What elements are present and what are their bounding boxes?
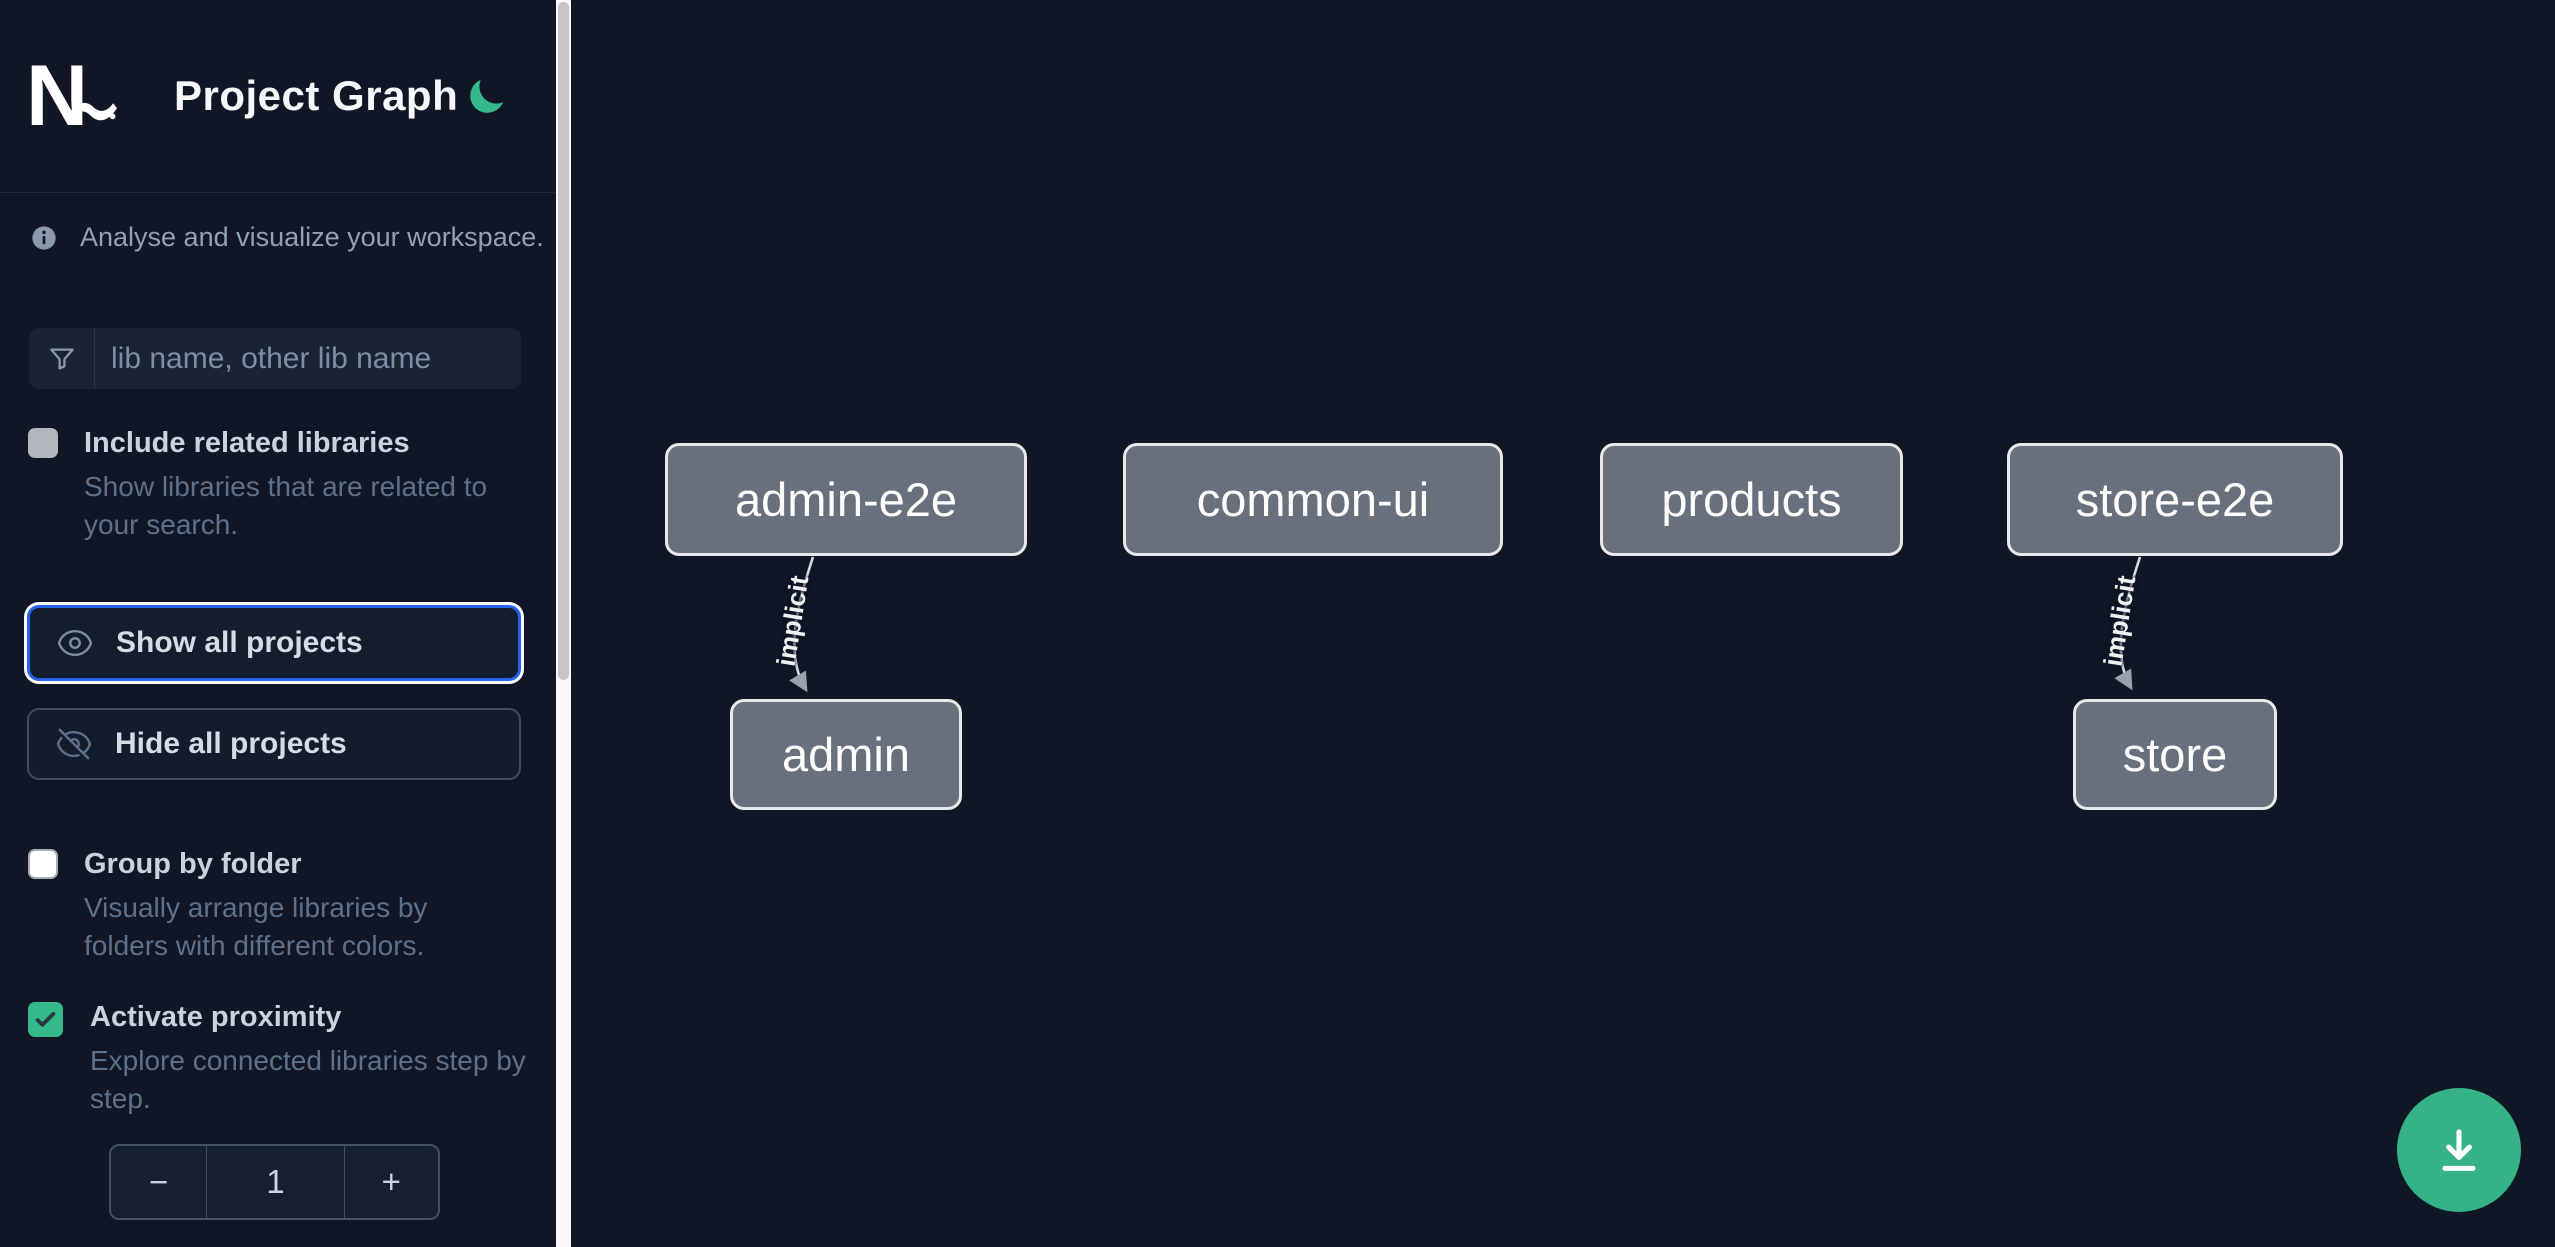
download-icon: [2442, 1129, 2476, 1171]
toggle-label: Group by folder: [84, 848, 302, 880]
eye-icon: [57, 629, 93, 657]
filter-icon-cell: [29, 328, 95, 389]
include-related-checkbox[interactable]: [28, 428, 58, 458]
sidebar-header: N Project Graph: [0, 0, 556, 193]
toggle-description: Show libraries that are related to your …: [84, 471, 488, 540]
moon-icon: [470, 79, 504, 113]
page-title: Project Graph: [174, 72, 459, 119]
toggle-label: Activate proximity: [90, 1001, 342, 1033]
nx-logo: N: [26, 53, 118, 139]
proximity-increment-button[interactable]: +: [345, 1146, 438, 1218]
graph-node-admin-e2e[interactable]: admin-e2e: [665, 443, 1027, 556]
sidebar: N Project Graph Analyse and visualize yo…: [0, 0, 556, 1247]
filter-funnel-icon: [49, 348, 74, 369]
toggle-description: Visually arrange libraries by folders wi…: [84, 892, 428, 961]
graph-edges-layer: [789, 556, 2142, 693]
workspace-info-row: Analyse and visualize your workspace.: [30, 222, 544, 253]
nx-logo-letter: N: [26, 48, 88, 144]
group-by-folder-checkbox[interactable]: [28, 849, 58, 879]
graph-node-admin[interactable]: admin: [730, 699, 962, 810]
proximity-depth-value: 1: [206, 1146, 345, 1218]
download-graph-button[interactable]: [2397, 1088, 2521, 1212]
graph-canvas[interactable]: admin-e2e common-ui products store-e2e admin…: [571, 0, 2555, 1247]
toggle-group-by-folder: Group by folder Visually arrange librari…: [28, 849, 504, 965]
tagline: Analyse and visualize your workspace.: [80, 222, 544, 252]
show-all-projects-button[interactable]: Show all projects: [27, 605, 521, 681]
proximity-decrement-button[interactable]: −: [111, 1146, 206, 1218]
toggle-description: Explore connected libraries step by step…: [90, 1045, 526, 1114]
eye-slash-icon: [56, 728, 92, 760]
sidebar-scrollbar-track[interactable]: [556, 0, 571, 1247]
graph-node-store-e2e[interactable]: store-e2e: [2007, 443, 2343, 556]
checkmark-icon: [35, 1011, 56, 1027]
hide-all-projects-button[interactable]: Hide all projects: [27, 708, 521, 780]
nx-logo-swoosh: [67, 102, 117, 124]
toggle-include-related: Include related libraries Show libraries…: [28, 428, 530, 544]
toggle-activate-proximity: Activate proximity Explore connected lib…: [28, 1002, 536, 1118]
graph-edge-store-e2e-to-store: [2114, 556, 2142, 691]
hide-all-projects-label: Hide all projects: [115, 727, 347, 760]
toggle-label: Include related libraries: [84, 427, 410, 459]
graph-edge-admin-e2e-to-admin: [789, 556, 815, 693]
graph-node-products[interactable]: products: [1600, 443, 1903, 556]
proximity-depth-stepper: − 1 +: [109, 1144, 440, 1220]
theme-toggle-button[interactable]: [464, 76, 508, 120]
graph-node-store[interactable]: store: [2073, 699, 2277, 810]
info-icon: [32, 225, 56, 250]
activate-proximity-checkbox[interactable]: [28, 1002, 63, 1037]
sidebar-scrollbar-thumb[interactable]: [558, 2, 569, 680]
search-box: [29, 328, 521, 389]
graph-node-common-ui[interactable]: common-ui: [1123, 443, 1503, 556]
show-all-projects-label: Show all projects: [116, 626, 363, 659]
search-input[interactable]: [95, 328, 521, 389]
